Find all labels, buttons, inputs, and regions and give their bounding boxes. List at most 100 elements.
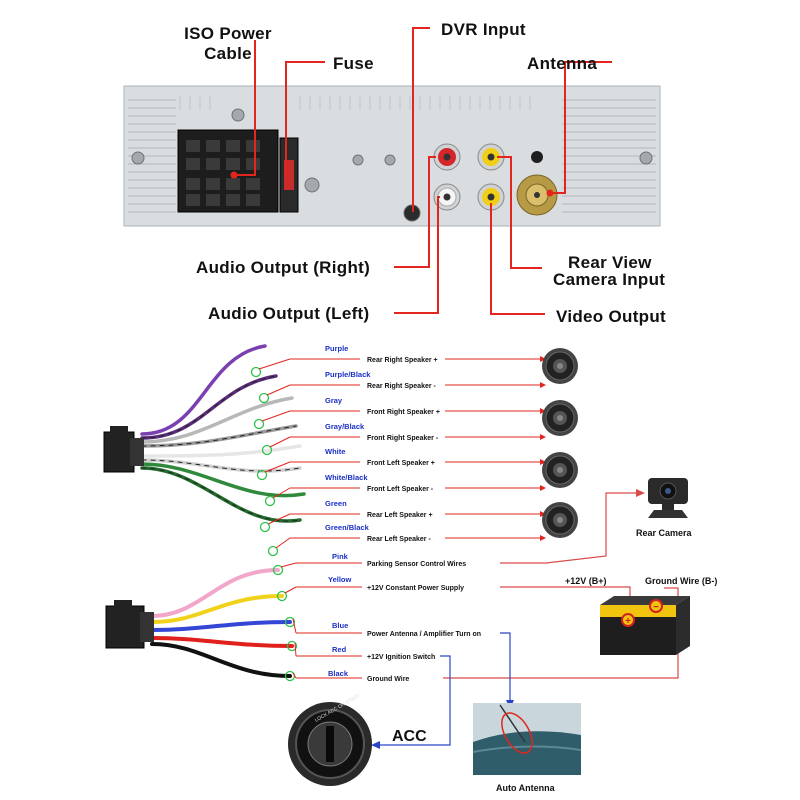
route-to-auto-antenna — [500, 632, 511, 700]
battery-icon: + − — [600, 596, 690, 655]
wire-color-label: Green/Black — [325, 523, 370, 532]
wire-connection-ring — [272, 564, 284, 576]
leader-dot — [546, 189, 554, 197]
antenna-label: Antenna — [527, 54, 597, 73]
wire-connection-ring — [258, 392, 270, 404]
speaker-wire — [140, 344, 267, 436]
screw-icon — [384, 154, 396, 166]
arrow-right-icon — [540, 408, 546, 414]
arrow-right-icon — [540, 382, 546, 388]
wire-function-label: Power Antenna / Amplifier Turn on — [367, 631, 481, 638]
wire-leader — [294, 642, 297, 657]
wire-color-label: Red — [332, 645, 347, 654]
speaker-wire-stripe — [141, 375, 277, 439]
wire-function-label: Rear Right Speaker - — [367, 383, 437, 390]
wire-color-label: Yellow — [328, 575, 352, 584]
speaker-wire — [140, 444, 302, 458]
speaker-wire — [140, 462, 306, 498]
wire-leader — [284, 586, 297, 594]
arrow-right-icon — [540, 356, 546, 362]
wire-leader — [264, 461, 291, 473]
head-unit-leader-lines — [234, 27, 612, 315]
audio-output-right-label: Audio Output (Right) — [196, 258, 370, 277]
rca-red-jack — [433, 143, 461, 171]
video-output-label: Video Output — [556, 307, 666, 326]
screw-icon — [639, 151, 653, 165]
audio-output-left-label: Audio Output (Left) — [208, 304, 369, 323]
ground-wire-label: Ground Wire (B-) — [645, 576, 717, 586]
wire-color-label: Blue — [332, 621, 348, 630]
wire-function-label: +12V Ignition Switch — [367, 654, 435, 661]
arrow-right-icon — [540, 485, 546, 491]
svg-text:−: − — [653, 602, 659, 613]
head-unit — [123, 85, 661, 227]
antenna-socket — [516, 174, 558, 216]
speaker-connector — [103, 431, 135, 473]
arrow-left-icon — [371, 741, 380, 749]
speaker-connector-body — [130, 438, 144, 466]
wire-leader — [261, 410, 291, 422]
speaker-wire-stripe — [141, 425, 297, 447]
wire-function-label: Rear Right Speaker + — [367, 357, 438, 364]
wire-leader — [266, 384, 291, 396]
speaker-icon — [542, 452, 578, 488]
power-wire — [150, 642, 292, 678]
wire-color-label: Gray/Black — [325, 422, 365, 431]
speaker-wire — [140, 396, 294, 444]
speaker-icon — [542, 502, 578, 538]
wire-color-label: White/Black — [325, 473, 368, 482]
power-wire — [150, 636, 294, 648]
wire-function-label: Ground Wire — [367, 676, 409, 683]
speaker-connector-tab — [110, 426, 128, 434]
screw-icon — [231, 108, 245, 122]
auto-antenna-label: Auto Antenna — [496, 783, 556, 793]
wire-function-label: Parking Sensor Control Wires — [367, 561, 466, 568]
power-wire — [150, 620, 292, 632]
fuse-label: Fuse — [333, 54, 374, 73]
wire-leader — [275, 537, 291, 549]
wire-function-label: +12V Constant Power Supply — [367, 585, 464, 592]
arrow-right-icon — [540, 511, 546, 517]
route-to-rear-camera — [500, 492, 642, 564]
top-heatsink-fins — [179, 96, 531, 110]
wire-connection-ring — [250, 366, 262, 378]
wire-leader — [292, 672, 297, 679]
wire-function-label: Front Right Speaker + — [367, 409, 440, 416]
arrow-right-icon — [540, 535, 546, 541]
power-wire — [150, 594, 284, 624]
arrow-right-icon — [540, 434, 546, 440]
speaker-wires — [140, 344, 306, 523]
power-wires — [150, 568, 294, 678]
wire-color-label: Green — [325, 499, 347, 508]
iso-power-cable-label-line2: Cable — [204, 44, 252, 63]
wire-connection-ring — [284, 616, 296, 628]
arrow-right-icon — [540, 459, 546, 465]
wire-connection-ring — [286, 640, 298, 652]
wire-color-label: Gray — [325, 396, 343, 405]
wire-connection-ring — [264, 495, 276, 507]
wire-connection-ring — [276, 590, 288, 602]
power-wire — [150, 568, 280, 618]
wire-color-label: Black — [328, 669, 349, 678]
speaker-icon — [542, 348, 578, 384]
wire-leader — [272, 487, 291, 499]
rear-camera-icon — [648, 478, 688, 518]
leader-dot — [230, 171, 238, 179]
wire-function-label: Front Left Speaker - — [367, 486, 434, 493]
wire-color-label: White — [325, 447, 345, 456]
wire-function-label: Rear Left Speaker - — [367, 536, 431, 543]
iso-pins — [186, 140, 260, 206]
acc-label: ACC — [392, 728, 427, 745]
wire-leader — [269, 436, 291, 448]
wire-color-label: Pink — [332, 552, 349, 561]
fuse-icon — [284, 160, 294, 190]
wire-color-label: Purple — [325, 344, 348, 353]
dvr-input-label: DVR Input — [441, 20, 526, 39]
speaker-wire-stripe — [141, 467, 301, 522]
svg-text:+: + — [625, 616, 631, 627]
power-connector-body — [140, 612, 154, 642]
